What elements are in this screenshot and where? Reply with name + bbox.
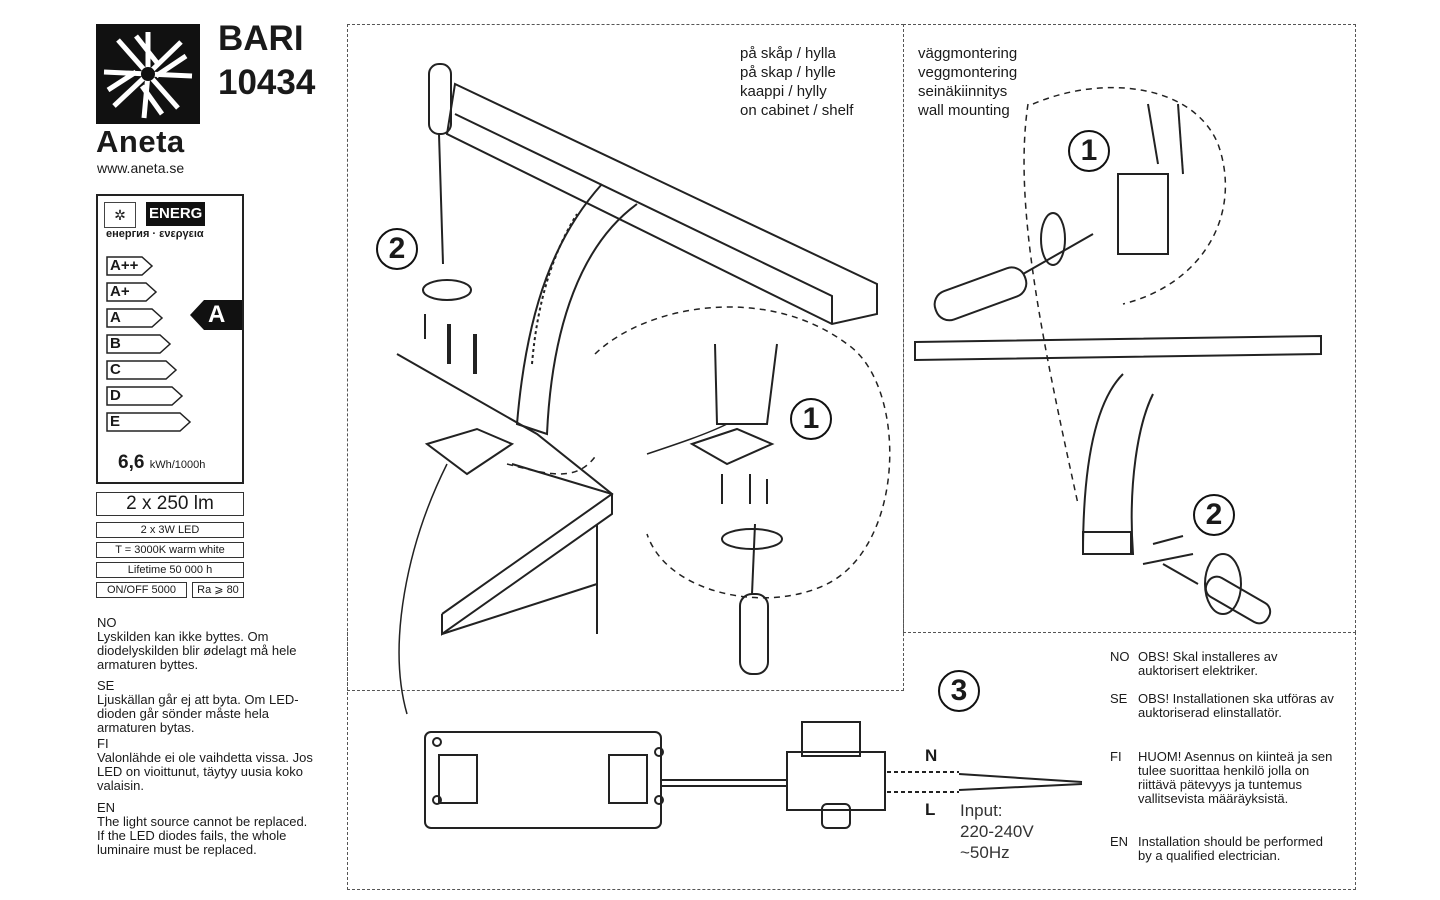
energy-rating-arrow: A — [190, 300, 242, 335]
spec-ra: Ra ⩾ 80 — [192, 582, 244, 598]
energy-label: ✲ ENERG Y IJA IE IA енергия · ενεργεια A… — [96, 194, 244, 484]
step-2-wall-badge: 2 — [1193, 494, 1235, 536]
live-label: L — [925, 800, 936, 819]
spec-lifetime: Lifetime 50 000 h — [96, 562, 244, 578]
energy-word: ENERG Y IJA IE IA — [146, 200, 224, 243]
spec-onoff: ON/OFF 5000 — [96, 582, 187, 598]
spec-led: 2 x 3W LED — [96, 522, 244, 538]
energy-consumption: 6,6 kWh/1000h — [118, 452, 206, 473]
brand-name: Aneta — [96, 124, 185, 159]
energy-subtitle: енергия · ενεργεια — [106, 228, 204, 240]
energy-suffix-top: Y IJA — [210, 200, 225, 221]
sunburst-logo-icon — [103, 32, 193, 119]
step-3-badge: 3 — [938, 670, 980, 712]
energy-header: ✲ ENERG Y IJA IE IA енергия · ενεργεια — [102, 200, 240, 243]
brand-logo — [96, 24, 200, 124]
step-1-wall-badge: 1 — [1068, 130, 1110, 172]
energy-suffix-bottom: IE IA — [210, 222, 219, 243]
wall-mount-illustration — [914, 86, 1322, 625]
spec-temperature: T = 3000K warm white — [96, 542, 244, 558]
neutral-label: N — [925, 746, 938, 765]
cabinet-mount-illustration — [396, 63, 891, 715]
step-2-cabinet-badge: 2 — [376, 228, 418, 270]
product-name: BARI — [218, 19, 304, 58]
input-spec: Input:220-240V~50Hz — [960, 801, 1034, 862]
spec-lumen: 2 x 250 lm — [96, 492, 244, 516]
step-1-cabinet-badge: 1 — [790, 398, 832, 440]
wall-mount-panel — [903, 24, 1356, 633]
energy-rating: A — [208, 301, 226, 328]
brand-url: www.aneta.se — [97, 160, 185, 176]
wiring-illustration — [424, 721, 1083, 829]
product-code: 10434 — [218, 63, 316, 102]
wiring-panel — [347, 632, 1356, 890]
eu-stars-icon: ✲ — [104, 202, 136, 228]
